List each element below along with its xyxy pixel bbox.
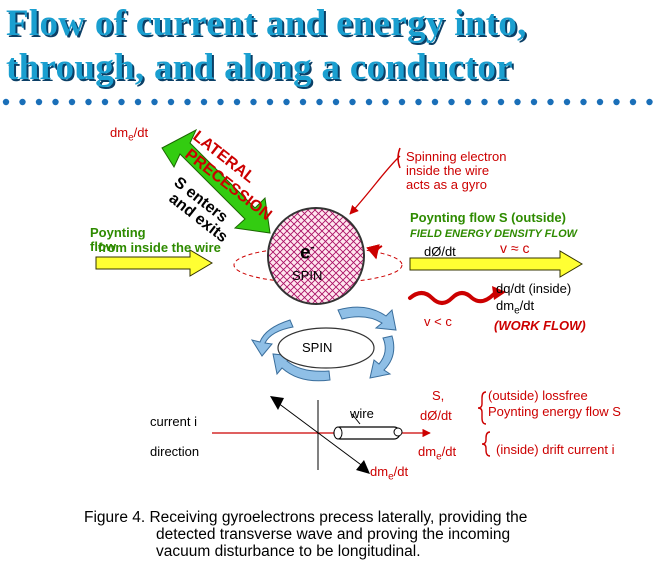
- poynting-energy-flow-label: Poynting energy flow S: [488, 404, 621, 419]
- from-inside-label: from inside the wire: [98, 240, 221, 255]
- wire-label: wire: [350, 406, 374, 421]
- v-less-c-label: v < c: [424, 314, 452, 329]
- field-energy-label: FIELD ENERGY DENSITY FLOW: [410, 228, 578, 240]
- divider-dot: [134, 98, 142, 106]
- spin-lower-label: SPIN: [302, 340, 333, 355]
- divider-dot: [431, 98, 439, 106]
- lateral-precession-arrow: [161, 128, 271, 234]
- brace-lower: [481, 431, 491, 457]
- divider-dot: [530, 98, 538, 106]
- divider-dot: [514, 98, 521, 106]
- current-i-label: current i: [150, 414, 197, 429]
- divider-dot: [85, 98, 92, 106]
- divider-dot: [266, 98, 274, 106]
- divider-dot: [497, 98, 505, 106]
- divider-dot: [629, 98, 637, 106]
- divider-dot: [19, 98, 26, 106]
- brace-upper: [477, 391, 487, 425]
- divider-dot: [283, 98, 290, 106]
- spinning-electron-label: Spinning electron inside the wire acts a…: [406, 149, 507, 192]
- direction-label: direction: [150, 444, 200, 459]
- title-line-1: Flow of current and energy into,: [6, 3, 527, 44]
- dphi-dt-label: dØ/dt: [424, 244, 456, 259]
- divider-dot: [382, 98, 389, 106]
- s-comma-label: S,: [432, 388, 445, 403]
- divider-dot: [349, 98, 356, 106]
- title-line-2: through, and along a conductor: [6, 47, 513, 88]
- dme-dt-top-label: dme/dt: [110, 125, 149, 144]
- divider-dot: [448, 98, 455, 106]
- precession-orbit: [233, 246, 403, 284]
- divider-dot: [580, 98, 587, 106]
- divider-dot: [415, 98, 422, 106]
- divider-dot: [332, 98, 340, 106]
- wire-segment: [333, 426, 401, 440]
- dq-dt-inside-label: dq/dt (inside): [496, 281, 572, 296]
- poynting-flow-s-label: Poynting flow S (outside): [410, 210, 566, 225]
- dme-dt-bottom-label: dme/dt: [370, 464, 409, 483]
- divider-dot: [68, 98, 76, 106]
- divider-dot: [233, 98, 241, 106]
- spin-arrows: [250, 306, 397, 382]
- divider-dot: [316, 98, 323, 106]
- electron-label: e-: [300, 240, 315, 264]
- divider-dot: [52, 98, 59, 106]
- divider-dot: [365, 98, 373, 106]
- dphi-dt-lower-label: dØ/dt: [420, 408, 452, 423]
- divider-dot: [151, 98, 158, 106]
- dme-dt-right-label: dme/dt: [496, 298, 535, 317]
- v-approx-c-label: v ≈ c: [500, 240, 530, 256]
- diagonal-axis: [273, 399, 369, 471]
- work-flow-label: (WORK FLOW): [494, 318, 586, 333]
- poynting-left-label: Poynting flow: [90, 225, 146, 254]
- divider-dot: [35, 98, 43, 106]
- figure-caption: Figure 4. Receiving gyroelectrons preces…: [84, 509, 528, 560]
- dotted-divider: [2, 98, 653, 106]
- divider-dot: [398, 98, 406, 106]
- divider-dot: [184, 98, 191, 106]
- divider-dot: [200, 98, 208, 106]
- orbit-direction-arrow: [366, 244, 383, 260]
- divider-dot: [464, 98, 472, 106]
- divider-dot: [101, 98, 109, 106]
- divider-dot: [2, 98, 10, 106]
- spin-upper-label: SPIN: [292, 268, 323, 283]
- divider-dot: [563, 98, 571, 106]
- dme-dt-lower-label: dme/dt: [418, 444, 457, 463]
- divider-dot: [547, 98, 554, 106]
- poynting-inflow-arrow: [95, 249, 213, 277]
- work-flow-arrow: [408, 291, 496, 305]
- divider-dot: [118, 98, 125, 106]
- divider-dot: [596, 98, 604, 106]
- drift-current-label: (inside) drift current i: [496, 442, 615, 457]
- divider-dot: [217, 98, 224, 106]
- poynting-outflow-arrow: [409, 250, 583, 278]
- divider-dot: [167, 98, 175, 106]
- divider-dot: [613, 98, 620, 106]
- outside-lossfree-label: (outside) lossfree: [488, 388, 588, 403]
- divider-dot: [299, 98, 307, 106]
- electron-sphere: [267, 207, 365, 305]
- gyro-pointer: [349, 155, 401, 215]
- divider-dot: [250, 98, 257, 106]
- divider-dot: [481, 98, 488, 106]
- divider-dot: [646, 98, 653, 106]
